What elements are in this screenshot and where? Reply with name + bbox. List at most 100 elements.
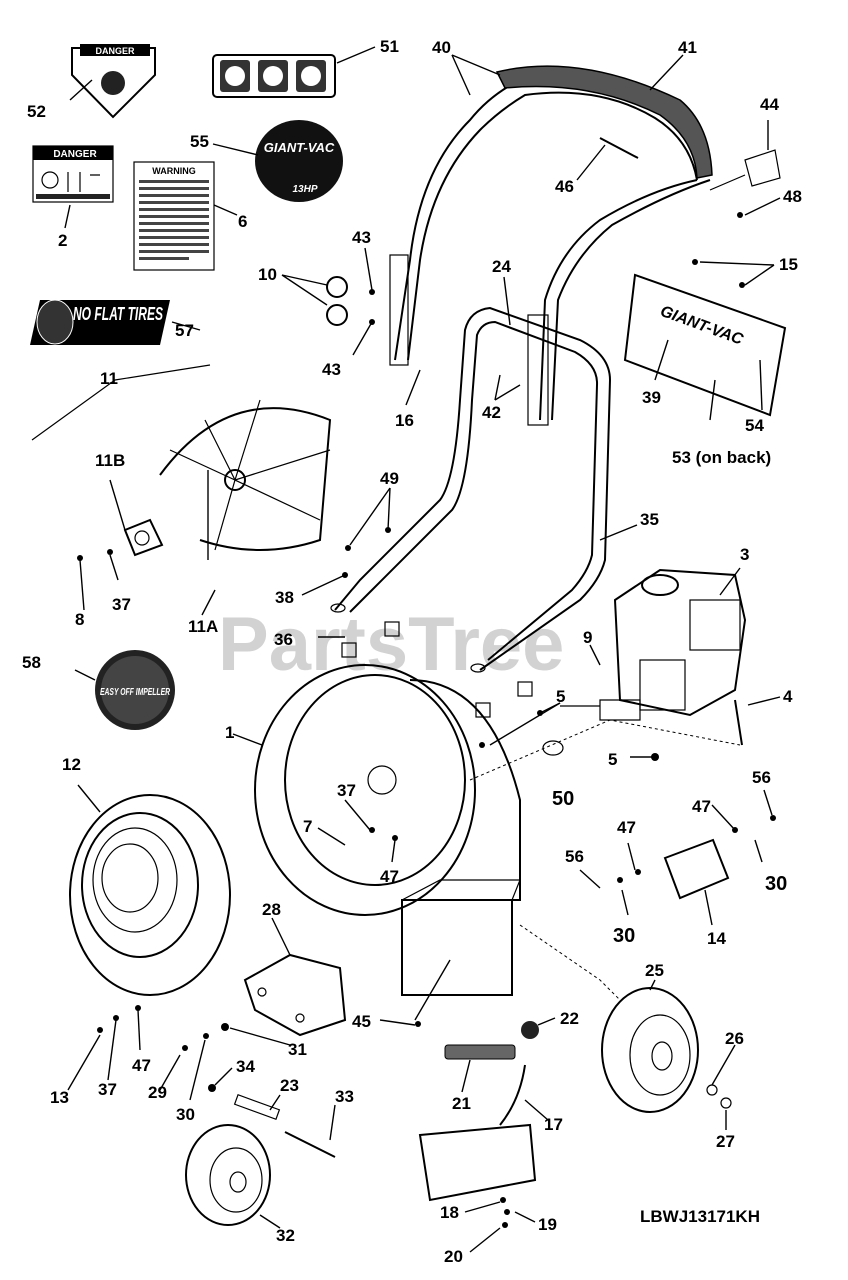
callout-52: 52 — [27, 102, 46, 121]
callout-6: 6 — [238, 212, 247, 231]
callout-5a: 5 — [556, 687, 565, 706]
axle-23 — [233, 1094, 281, 1120]
callout-41: 41 — [678, 38, 697, 57]
callout-54: 54 — [745, 416, 764, 435]
callout-16: 16 — [395, 411, 414, 430]
callout-28: 28 — [262, 900, 281, 919]
callout-26: 26 — [725, 1029, 744, 1048]
callout-8: 8 — [75, 610, 84, 629]
callout-56a: 56 — [752, 768, 771, 787]
danger-decal-small-title: DANGER — [53, 149, 97, 160]
callout-34: 34 — [236, 1057, 255, 1076]
callout-9: 9 — [583, 628, 592, 647]
callout-2: 2 — [58, 231, 67, 250]
danger-decal-title: DANGER — [95, 46, 135, 56]
callout-39: 39 — [642, 388, 661, 407]
deflector-14 — [663, 838, 730, 900]
danger-decal-2: DANGER — [32, 145, 114, 203]
knobs-10 — [326, 276, 348, 326]
callout-14: 14 — [707, 929, 726, 948]
bushing-50 — [542, 740, 564, 756]
warning-decal-title: WARNING — [152, 166, 196, 176]
callout-18: 18 — [440, 1203, 459, 1222]
callout-3: 3 — [740, 545, 749, 564]
callout-12: 12 — [62, 755, 81, 774]
callout-4: 4 — [783, 687, 793, 706]
bolt-33 — [284, 1131, 336, 1158]
callout-37c: 37 — [98, 1080, 117, 1099]
fasteners — [77, 212, 776, 1228]
isolators — [341, 621, 533, 718]
switch-44 — [709, 149, 781, 191]
tires-decal-text: NO FLAT TIRES — [73, 304, 163, 324]
callout-57: 57 — [175, 321, 194, 340]
callout-45: 45 — [352, 1012, 371, 1031]
danger-decal-52: DANGER — [71, 44, 156, 119]
easy-off-impeller-decal-58: EASY OFF IMPELLER — [95, 650, 175, 730]
callout-11a: 11A — [188, 617, 218, 636]
giant-vac-13hp-decal-55: GIANT-VAC 13HP — [255, 120, 343, 202]
bolt-46 — [599, 137, 639, 159]
ppe-decal-51 — [212, 54, 336, 98]
large-wheel-25 — [601, 987, 732, 1113]
hp-decal-text: 13HP — [292, 184, 317, 195]
callout-23: 23 — [280, 1076, 299, 1095]
callout-51: 51 — [380, 37, 399, 56]
callout-11b: 11B — [95, 451, 125, 470]
callout-labels: 52 2 51 55 6 57 10 43 43 40 41 44 46 48 … — [22, 37, 802, 1266]
callout-13: 13 — [50, 1088, 69, 1107]
callout-55: 55 — [190, 132, 209, 151]
callout-42: 42 — [482, 403, 501, 422]
callout-29: 29 — [148, 1083, 167, 1102]
callout-37b: 37 — [337, 781, 356, 800]
callout-22: 22 — [560, 1009, 579, 1028]
callout-50: 50 — [552, 788, 574, 810]
callout-30b: 30 — [613, 925, 635, 947]
callout-30a: 30 — [765, 873, 787, 895]
callout-33: 33 — [335, 1087, 354, 1106]
callout-21: 21 — [452, 1094, 471, 1113]
small-wheel-32 — [185, 1124, 271, 1226]
callout-44: 44 — [760, 95, 779, 114]
callout-32: 32 — [276, 1226, 295, 1245]
callout-46: 46 — [555, 177, 574, 196]
callout-15: 15 — [779, 255, 798, 274]
callout-10: 10 — [258, 265, 277, 284]
nozzle-17 — [418, 1064, 537, 1202]
axle-bracket — [243, 953, 347, 1037]
knob-22 — [521, 1021, 539, 1039]
leader-lines — [64, 46, 781, 1253]
callout-5b: 5 — [608, 750, 617, 769]
callout-43b: 43 — [322, 360, 341, 379]
callout-24: 24 — [492, 257, 511, 276]
callout-35: 35 — [640, 510, 659, 529]
brand-decal-text: GIANT-VAC — [264, 140, 335, 155]
handle-assembly — [389, 65, 713, 426]
callout-1: 1 — [225, 723, 234, 742]
engine — [560, 568, 747, 721]
impeller-decal-text: EASY OFF IMPELLER — [100, 687, 171, 698]
blower-cover — [69, 794, 231, 996]
blower-housing — [254, 664, 521, 996]
callout-38: 38 — [275, 588, 294, 607]
callout-43a: 43 — [352, 228, 371, 247]
callout-47a: 47 — [380, 867, 399, 886]
callout-7: 7 — [303, 817, 312, 836]
callout-47b: 47 — [692, 797, 711, 816]
lower-frame — [330, 306, 612, 673]
callout-17: 17 — [544, 1115, 563, 1134]
callout-27: 27 — [716, 1132, 735, 1151]
warning-decal-6: WARNING — [133, 161, 215, 271]
callout-20: 20 — [444, 1247, 463, 1266]
callout-30c: 30 — [176, 1105, 195, 1124]
callout-37a: 37 — [112, 595, 131, 614]
callout-25: 25 — [645, 961, 664, 980]
callout-31: 31 — [288, 1040, 307, 1059]
callout-56b: 56 — [565, 847, 584, 866]
watermark-text: PartsTree — [218, 602, 564, 687]
callout-48: 48 — [783, 187, 802, 206]
impeller — [31, 364, 332, 557]
bolt-4 — [734, 699, 743, 746]
callout-40: 40 — [432, 38, 451, 57]
